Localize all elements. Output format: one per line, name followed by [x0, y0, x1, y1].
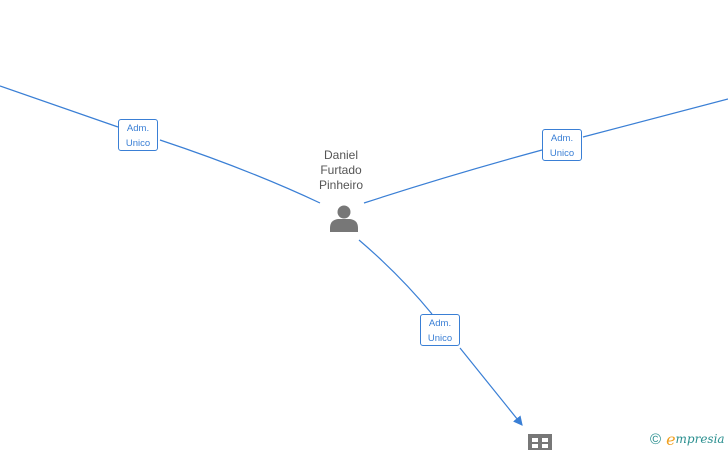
role-label-bottom[interactable]: Adm. Unico — [420, 314, 460, 346]
building-icon[interactable] — [528, 434, 552, 450]
person-icon[interactable] — [329, 204, 359, 232]
role-label-bottom-line1: Adm. — [428, 318, 452, 329]
role-label-left-line1: Adm. — [126, 123, 150, 134]
role-label-left[interactable]: Adm. Unico — [118, 119, 158, 151]
copyright-symbol: © — [650, 430, 662, 448]
person-name-line1: Daniel — [323, 148, 359, 162]
edge-left — [0, 85, 321, 204]
role-label-right[interactable]: Adm. Unico — [542, 129, 582, 161]
role-label-right-line2: Unico — [549, 148, 575, 159]
person-name-line3: Pinheiro — [318, 178, 364, 192]
role-label-right-line1: Adm. — [550, 133, 574, 144]
role-label-left-line2: Unico — [125, 138, 151, 149]
person-name-line2: Furtado — [320, 163, 362, 177]
empresia-logo: © e mpresia — [650, 429, 725, 449]
person-name[interactable]: Daniel Furtado Pinheiro — [301, 148, 381, 193]
brand-name: mpresia — [675, 432, 725, 446]
edge-right — [363, 98, 728, 204]
role-label-bottom-line2: Unico — [427, 333, 453, 344]
edge-down-arrow — [358, 239, 522, 425]
brand-initial: e — [666, 429, 676, 449]
